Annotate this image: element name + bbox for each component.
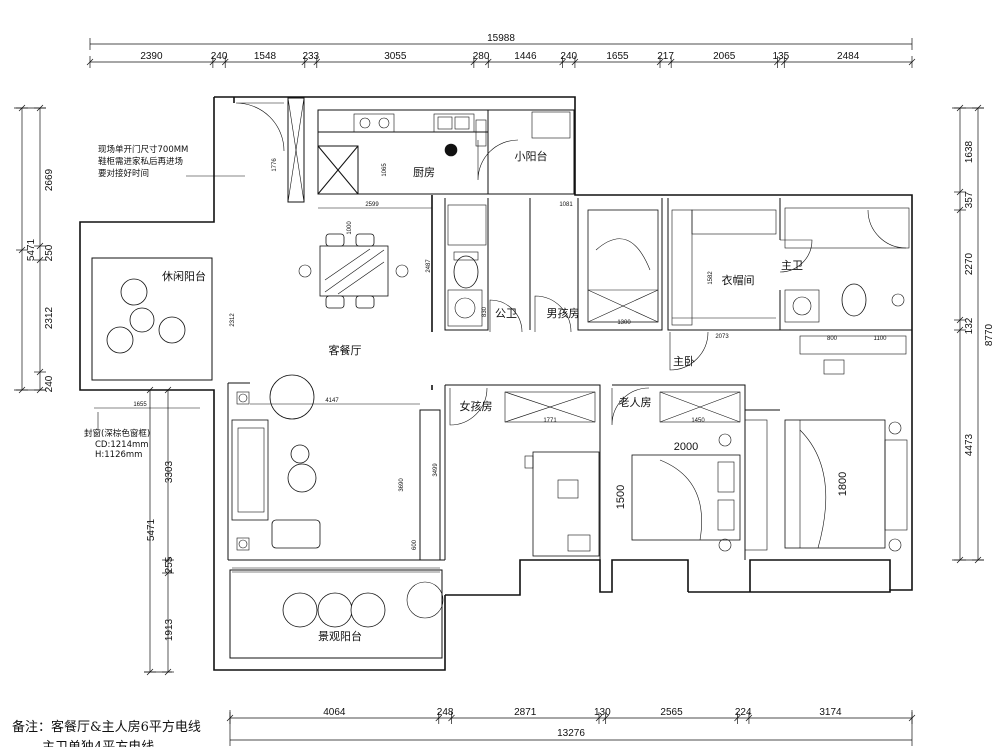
top-dim-12: 135 — [772, 51, 789, 62]
dim-1776: 1776 — [272, 158, 278, 172]
left-inner-dim-4: 240 — [44, 375, 55, 392]
top-dim-11: 2065 — [713, 51, 736, 62]
left-inner-dim-3: 2312 — [44, 306, 55, 329]
dim-3690: 3690 — [399, 478, 405, 492]
top-dim-13: 2484 — [837, 51, 860, 62]
room-public-bath: 公卫 — [495, 307, 517, 320]
notes: 现场单开门尺寸700MM 鞋柜需进家私后再进场 要对接好时间 1655 封窗(深… — [84, 144, 245, 460]
bottom-dim-6: 224 — [735, 707, 752, 718]
furniture — [106, 111, 910, 628]
dim-2487: 2487 — [426, 259, 432, 273]
bottom-dim-5: 2565 — [660, 707, 683, 718]
room-kitchen: 厨房 — [413, 166, 435, 179]
room-living-dining: 客餐厅 — [329, 343, 362, 357]
window-note-1: 封窗(深棕色窗框) — [84, 428, 150, 439]
total-bottom-dim: 13276 — [557, 728, 585, 739]
bottom-dimensions: 13276 4064 248 2871 130 2565 224 3174 — [226, 707, 916, 746]
dim-1300: 1300 — [617, 320, 631, 326]
bottom-dim-4: 130 — [594, 707, 611, 718]
door-note-2: 鞋柜需进家私后再进场 — [98, 156, 183, 167]
left-inner-dim-1: 2669 — [44, 168, 55, 191]
room-cloakroom: 衣帽间 — [722, 273, 755, 287]
walls — [79, 96, 913, 671]
sofa — [231, 419, 269, 521]
remark: 备注：客餐厅&主人房6平方电线 主卫单独4平方电线 — [12, 719, 201, 747]
left-dimensions: 5471 5471 2669 250 2312 240 3303 255 191… — [14, 104, 175, 676]
remark-line-1: 备注：客餐厅&主人房6平方电线 — [12, 719, 201, 735]
bottom-dim-1: 4064 — [323, 707, 346, 718]
top-dim-1: 2390 — [140, 51, 163, 62]
top-dimensions: 15988 2390 240 1548 233 3055 280 1446 240 1655 21… — [86, 33, 916, 68]
dim-3499: 3499 — [433, 463, 439, 477]
dim-1450: 1450 — [691, 418, 705, 424]
dim-1582: 1582 — [708, 271, 714, 285]
bottom-dim-2: 248 — [437, 707, 454, 718]
round-table — [269, 374, 315, 420]
bed-length-1800: 1800 — [837, 472, 849, 496]
right-inner-dim-4: 132 — [964, 317, 975, 334]
remark-line-2: 主卫单独4平方电线 — [42, 739, 154, 747]
dim-1081: 1081 — [559, 202, 573, 208]
top-dim-3: 1548 — [254, 51, 277, 62]
bottom-dim-3: 2871 — [514, 707, 537, 718]
bottom-dim-7: 3174 — [819, 707, 842, 718]
room-elder: 老人房 — [619, 396, 652, 409]
right-inner-dim-1: 1638 — [964, 140, 975, 163]
bed-sizes: 2000 1500 1800 — [615, 441, 849, 509]
window-note-3: H:1126mm — [95, 450, 142, 460]
room-master-bath: 主卫 — [781, 259, 803, 272]
door-note-3: 要对接好时间 — [98, 168, 149, 179]
left-outer-dim-1: 5471 — [26, 238, 37, 261]
right-dimensions: 8770 1638 357 2270 132 4473 — [952, 104, 995, 564]
room-small-balcony: 小阳台 — [515, 149, 548, 163]
left-inner-dim-2: 250 — [44, 244, 55, 261]
bed-length-1500: 1500 — [615, 485, 627, 509]
right-inner-dim-3: 2270 — [964, 252, 975, 275]
room-girls: 女孩房 — [460, 399, 493, 413]
top-dim-10: 217 — [657, 51, 674, 62]
window-note-2: CD:1214mm — [95, 440, 149, 450]
left-outer-dim-2: 5471 — [146, 518, 157, 541]
dim-1065: 1065 — [382, 163, 388, 177]
dim-2599: 2599 — [365, 202, 379, 208]
door-note-1: 现场单开门尺寸700MM — [98, 144, 188, 155]
left-inner-dim-7: 1913 — [164, 618, 175, 641]
top-dim-9: 1655 — [606, 51, 629, 62]
top-dim-5: 3055 — [384, 51, 407, 62]
top-dim-6: 280 — [473, 51, 490, 62]
top-dim-7: 1446 — [514, 51, 537, 62]
room-labels: 厨房 小阳台 休闲阳台 客餐厅 公卫 男孩房 衣帽间 主卫 主卧 女孩房 老人房… — [162, 149, 803, 643]
top-dim-4: 233 — [302, 51, 319, 62]
right-inner-dim-5: 4473 — [964, 433, 975, 456]
dim-1100: 1100 — [874, 336, 888, 342]
inner-dimensions: 1776 1065 2599 1000 1081 2487 2312 4147 … — [230, 158, 887, 550]
left-inner-dim-5: 3303 — [164, 460, 175, 483]
dim-2073: 2073 — [715, 334, 729, 340]
window-dim: 1655 — [133, 402, 147, 408]
top-dim-2: 240 — [211, 51, 228, 62]
room-master-bedroom: 主卧 — [673, 355, 695, 368]
dim-800: 800 — [827, 336, 838, 342]
total-top-dim: 15988 — [487, 33, 515, 44]
room-leisure-balcony: 休闲阳台 — [162, 269, 206, 283]
right-outer-dim: 8770 — [984, 323, 995, 346]
right-inner-dim-2: 357 — [964, 191, 975, 208]
top-dim-8: 240 — [560, 51, 577, 62]
left-inner-dim-6: 255 — [164, 556, 175, 573]
bed-width-2000: 2000 — [674, 441, 698, 453]
dim-830: 830 — [482, 306, 488, 317]
dim-600: 600 — [412, 539, 418, 550]
dim-1000: 1000 — [347, 221, 353, 235]
dim-4147: 4147 — [325, 398, 339, 404]
room-view-balcony: 景观阳台 — [318, 629, 362, 643]
dim-2312: 2312 — [230, 313, 236, 327]
dim-1771: 1771 — [543, 418, 557, 424]
room-boys: 男孩房 — [547, 307, 580, 320]
